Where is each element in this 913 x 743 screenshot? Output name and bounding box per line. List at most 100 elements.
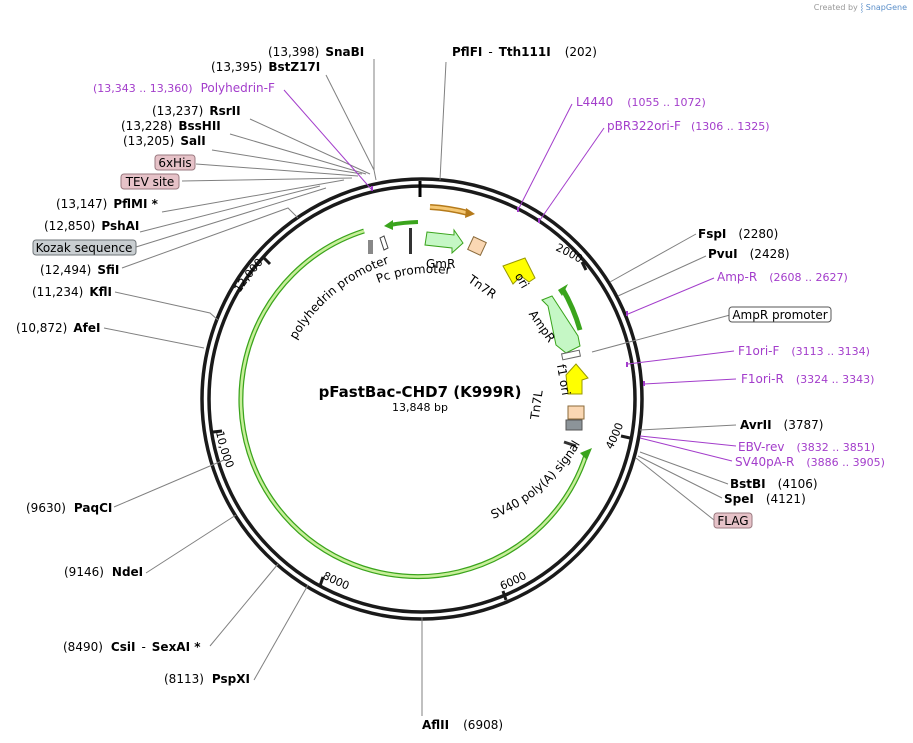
sv40-label-path: SV40 poly(A) signal [489, 438, 583, 522]
leader-spei [637, 455, 723, 499]
leader-6xhis [195, 163, 359, 177]
enzyme-sali: (13,205)SalI [123, 134, 206, 148]
polyhedrin-promoter-mark [368, 240, 373, 254]
pbr322ori-f-range: (1306 .. 1325) [691, 120, 770, 133]
sfii-name: SfiI [97, 263, 119, 277]
tick-label-6000: 6000 [498, 569, 529, 593]
fspi-pos: (2280) [738, 227, 778, 241]
pflmi-pos: (13,147) [56, 197, 107, 211]
pflmi-name: PflMI * [113, 197, 158, 211]
leader-sv40pa-r [639, 437, 733, 462]
tick-10000 [212, 429, 223, 434]
spei-pos: (4121) [766, 492, 806, 506]
pvui-pos: (2428) [750, 247, 790, 261]
tn7l-label: Tn7L [528, 389, 546, 421]
kfli-pos: (11,234) [32, 285, 83, 299]
site-l4440 [517, 207, 519, 212]
leader-tev [181, 177, 353, 182]
enzyme-avrii: AvrII(3787) [740, 418, 823, 432]
rsrii-name: RsrII [209, 104, 240, 118]
enzyme-sfii: (12,494)SfiI [40, 263, 119, 277]
leader-f1ori-f [627, 350, 735, 365]
snabi-name: SnaBI [325, 45, 364, 59]
label-ampr-promoter: AmpR promoter [732, 308, 827, 322]
leader-kfli [114, 291, 219, 321]
chd7-feature-arc-fill [239, 229, 588, 578]
tick-marks [212, 256, 631, 601]
tick-2000 [580, 261, 588, 271]
snabi-pos: (13,398) [268, 45, 319, 59]
ampr-arrow [541, 295, 581, 354]
pc-promoter-hatch [409, 228, 412, 254]
kfli-name: KflI [89, 285, 112, 299]
f1ori-f-range: (3113 .. 3134) [791, 345, 870, 358]
primer-sv40pa-r: SV40pA-R(3886 .. 3905) [735, 455, 885, 469]
tick-4000 [620, 434, 631, 440]
leader-kozak [135, 187, 327, 248]
enzyme-leader-lines [103, 59, 737, 716]
primer-pbr322ori-f: pBR322ori-F(1306 .. 1325) [607, 119, 770, 133]
leader-f1ori-r [643, 378, 737, 385]
polyhedrin-f-range: (13,343 .. 13,360) [93, 82, 193, 95]
leader-pflfi [439, 61, 447, 181]
enzyme-ndei: (9146)NdeI [64, 565, 143, 579]
sali-name: SalI [180, 134, 205, 148]
primer-labels: (13,343 .. 13,360) Polyhedrin-F L4440(105… [93, 81, 885, 469]
pspxi-name: PspXI [212, 672, 250, 686]
enzyme-labels: (13,398) SnaBI (13,395)BstZ17I PflFI-Tth1… [16, 45, 823, 732]
f1-ori-arrow [565, 363, 589, 395]
enzyme-kfli: (11,234) KflI [32, 285, 112, 299]
aflii-pos: (6908) [463, 718, 503, 732]
leader-sfii [121, 207, 299, 269]
pshai-name: PshAI [101, 219, 139, 233]
enzyme-spei: SpeI(4121) [724, 492, 806, 506]
leader-bstz17i [325, 74, 375, 171]
l4440-name: L4440 [576, 95, 613, 109]
enzyme-afei: (10,872)AfeI [16, 321, 100, 335]
csii-pos: (8490) [63, 640, 103, 654]
primer-l4440: L4440(1055 .. 1072) [576, 95, 706, 109]
tick-12000 [262, 256, 272, 266]
ndei-name: NdeI [112, 565, 143, 579]
leader-bstbi [639, 451, 729, 485]
primer-f1ori-r: F1ori-R(3324 .. 3343) [741, 372, 874, 386]
enzyme-paqci: (9630)PaqCI [26, 501, 112, 515]
leader-paqci [113, 459, 225, 508]
enzyme-csii: (8490)CsiI-SexAI * [63, 640, 201, 654]
f1-ori-label: f1 ori [554, 363, 573, 396]
leader-l4440 [517, 103, 573, 211]
sv40-small-box [565, 419, 583, 431]
enzyme-bstz17i: (13,395)BstZ17I [211, 60, 320, 74]
pflfi-dash: - [488, 45, 492, 59]
sv40pa-r-range: (3886 .. 3905) [806, 456, 885, 469]
orange-arrowhead [465, 208, 475, 218]
paqci-pos: (9630) [26, 501, 66, 515]
enzyme-bstbi: BstBI(4106) [730, 477, 818, 491]
label-kozak: Kozak sequence [36, 241, 133, 255]
boxed-feature-labels: 6xHis TEV site Kozak sequence AmpR promo… [32, 154, 832, 529]
enzyme-snabi: (13,398) SnaBI [268, 45, 364, 59]
aflii-name: AflII [422, 718, 449, 732]
leader-bsshii [229, 133, 367, 175]
leader-pspxi [253, 584, 309, 681]
polyhedrin-f-name: Polyhedrin-F [201, 81, 275, 95]
enzyme-pflfi: PflFI-Tth111I(202) [452, 45, 597, 59]
enzyme-fspi: FspI(2280) [698, 227, 778, 241]
enzyme-aflii: AflII (6908) [422, 718, 503, 732]
sv40-marker [563, 440, 577, 448]
avrii-pos: (3787) [784, 418, 824, 432]
chd7-arrowhead [580, 448, 592, 460]
leader-fspi [609, 233, 697, 283]
pspxi-pos: (8113) [164, 672, 204, 686]
pflfi-name: PflFI [452, 45, 482, 59]
credit-prefix: Created by [813, 3, 858, 12]
top-green-arrowhead [384, 220, 393, 230]
f1ori-r-range: (3324 .. 3343) [796, 373, 875, 386]
primer-f1ori-f: F1ori-F(3113 .. 3134) [738, 344, 870, 358]
snapgene-logo-icon: ⸾ [860, 3, 864, 12]
tick-6000 [501, 590, 508, 601]
top-green-arrow [389, 220, 419, 227]
primer-amp-r: Amp-R(2608 .. 2627) [717, 270, 848, 284]
ori-arrow [502, 257, 536, 285]
site-f1ori-r [643, 381, 645, 386]
